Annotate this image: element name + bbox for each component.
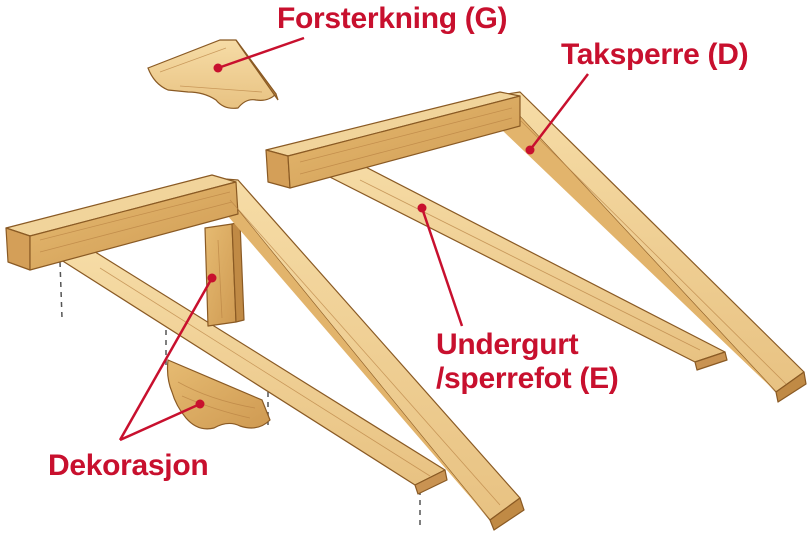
pointer-forsterkning (217, 36, 305, 70)
label-taksperre: Taksperre (D) (561, 38, 749, 71)
reinforcement-piece (147, 39, 279, 109)
left-bracket (5, 174, 525, 531)
label-undergurt: Undergurt /sperrefot (E) (436, 328, 619, 396)
label-undergurt-line1: Undergurt (436, 328, 579, 361)
label-forsterkning: Forsterkning (G) (277, 2, 508, 35)
decoration-piece-bottom (166, 359, 271, 430)
pointer-undergurt (420, 207, 464, 327)
label-dekorasjon: Dekorasjon (48, 449, 209, 482)
pointer-dekorasjon-2 (119, 402, 201, 442)
pointer-dekorasjon-1 (118, 277, 214, 441)
right-bracket (265, 91, 807, 403)
pointer-dots (195, 63, 535, 409)
pointer-lines (118, 36, 589, 442)
label-undergurt-line2: /sperrefot (E) (436, 362, 619, 395)
pointer-taksperre (529, 73, 589, 151)
